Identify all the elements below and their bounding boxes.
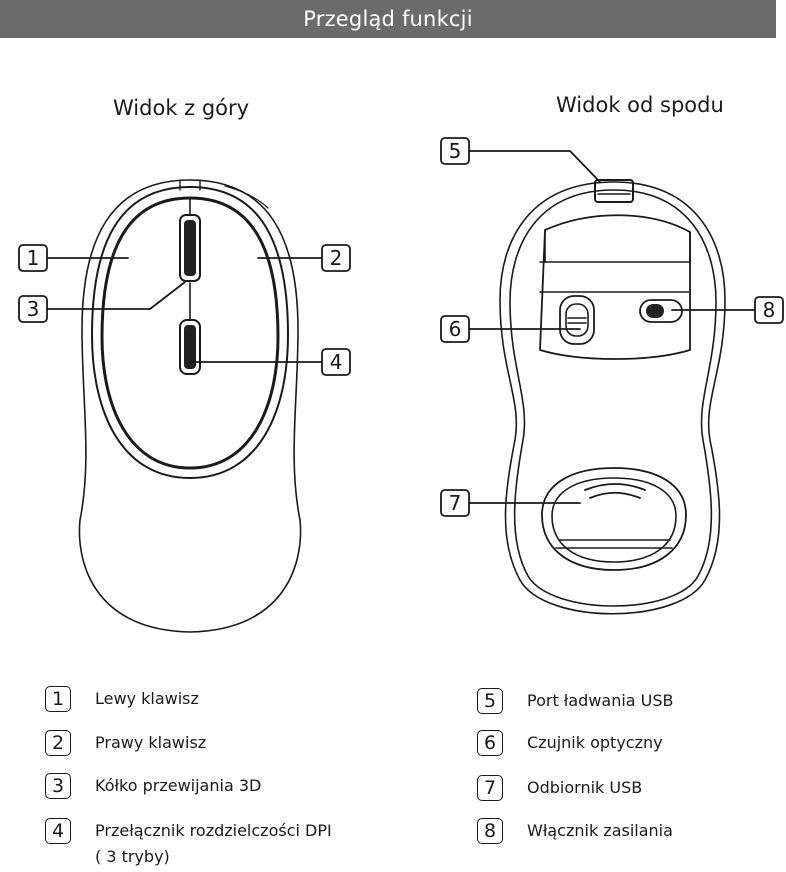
- legend-label: Prawy klawisz: [95, 733, 207, 752]
- legend-label: Kółko przewijania 3D: [95, 776, 262, 795]
- legend-label: Czujnik optyczny: [527, 733, 663, 752]
- legend-label: Port ładwania USB: [527, 691, 674, 710]
- optical-sensor: [559, 295, 595, 345]
- callout-8-number: 8: [763, 298, 776, 322]
- legend-item: 8 Włącznik zasilania: [477, 818, 673, 844]
- legend-label: Przełącznik rozdzielczości DPI ( 3 tryby…: [95, 818, 332, 870]
- legend-number-badge: 2: [45, 730, 71, 756]
- legend-number-badge: 8: [477, 818, 503, 844]
- callout-8: 8: [754, 296, 784, 324]
- legend-number-badge: 1: [45, 686, 71, 712]
- section-header: Przegląd funkcji: [0, 0, 776, 38]
- top-view-title: Widok z góry: [113, 96, 250, 120]
- legend-label: Odbiornik USB: [527, 778, 643, 797]
- legend-number-badge: 3: [45, 773, 71, 799]
- legend-label: Włącznik zasilania: [527, 821, 673, 840]
- legend-number-badge: 5: [477, 688, 503, 714]
- legend-label: Lewy klawisz: [95, 689, 199, 708]
- legend-label-line1: Przełącznik rozdzielczości DPI: [95, 821, 332, 840]
- legend-number-badge: 6: [477, 730, 503, 756]
- legend-item: 6 Czujnik optyczny: [477, 730, 663, 756]
- power-switch: [639, 299, 683, 323]
- legend-item: 1 Lewy klawisz: [45, 686, 199, 712]
- legend-item: 7 Odbiornik USB: [477, 775, 642, 801]
- callout-2: 2: [321, 244, 351, 272]
- legend-number-badge: 4: [45, 818, 71, 844]
- mouse-bottom-body: [499, 181, 726, 615]
- mouse-top-button-inner: [100, 196, 280, 470]
- callout-6: 6: [440, 315, 470, 343]
- callout-7: 7: [440, 489, 470, 517]
- callout-5-number: 5: [449, 139, 462, 163]
- callout-4: 4: [321, 348, 351, 376]
- mouse-diagram: 1 2 3 4 5 6 7 8: [18, 137, 784, 633]
- legend-item: 3 Kółko przewijania 3D: [45, 773, 261, 799]
- callout-6-number: 6: [449, 317, 462, 341]
- upper-skid-pad: [539, 214, 691, 360]
- legend-item: 2 Prawy klawisz: [45, 730, 206, 756]
- callout-4-number: 4: [330, 350, 343, 374]
- callout-lines: [46, 150, 756, 504]
- callout-2-number: 2: [330, 246, 343, 270]
- bottom-view-title: Widok od spodu: [556, 93, 724, 117]
- mouse-top-body: [78, 179, 302, 633]
- callout-1: 1: [18, 244, 48, 272]
- callout-3-number: 3: [27, 297, 40, 321]
- legend-item: 4 Przełącznik rozdzielczości DPI ( 3 try…: [45, 818, 332, 870]
- callout-7-number: 7: [449, 491, 462, 515]
- mouse-bottom-view: [499, 179, 726, 615]
- mouse-top-view: [78, 179, 302, 633]
- callout-badges: 1 2 3 4 5 6 7 8: [18, 137, 784, 517]
- callout-5: 5: [440, 137, 470, 165]
- usb-receiver-bay: [541, 467, 687, 571]
- callout-3: 3: [18, 295, 48, 323]
- mouse-top-button-shell: [91, 186, 289, 479]
- section-title: Przegląd funkcji: [303, 7, 473, 31]
- callout-1-number: 1: [27, 246, 40, 270]
- legend-item: 5 Port ładwania USB: [477, 688, 674, 714]
- legend-label-line2: ( 3 tryby): [95, 847, 170, 866]
- usb-charging-port: [594, 179, 634, 203]
- scroll-wheel: [179, 214, 201, 282]
- dpi-button: [179, 319, 201, 375]
- legend-number-badge: 7: [477, 775, 503, 801]
